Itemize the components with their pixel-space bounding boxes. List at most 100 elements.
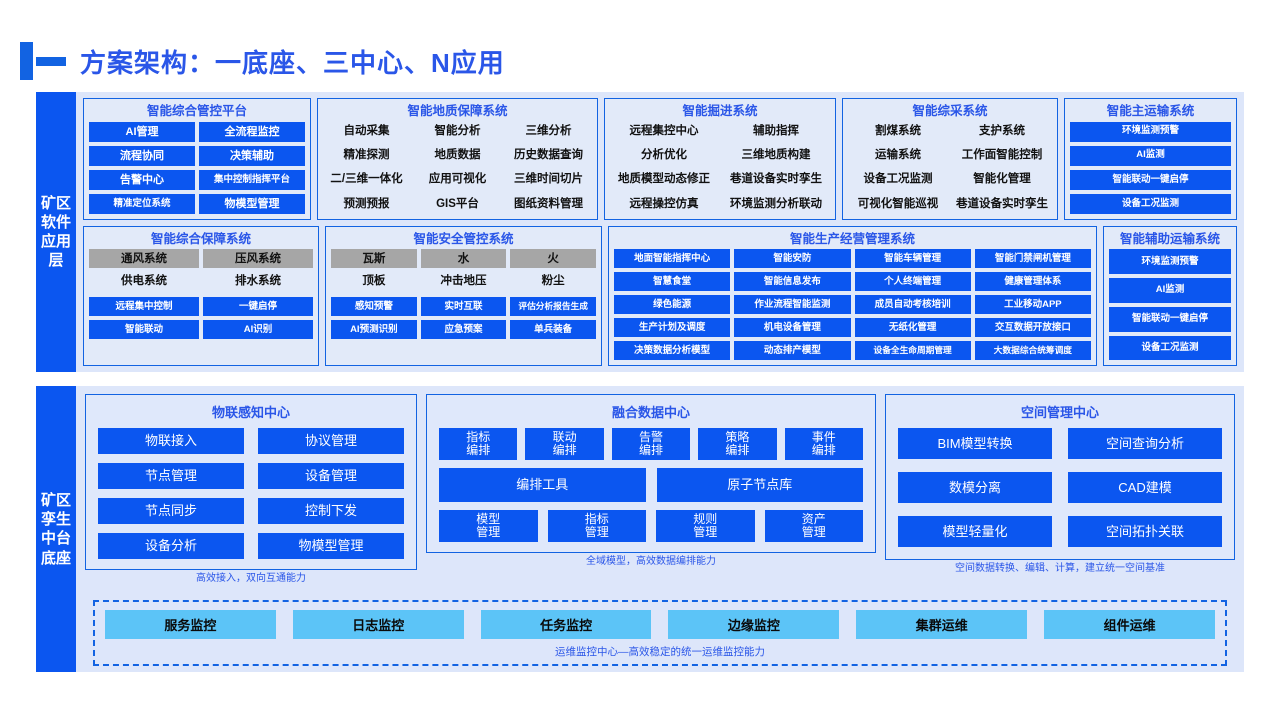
item-chip[interactable]: 无纸化管理 xyxy=(854,318,971,338)
plain-item-group: 顶板 冲击地压 粉尘 xyxy=(331,271,596,290)
item-chip[interactable]: AI识别 xyxy=(203,320,313,340)
item-chip[interactable]: 大数据综合统筹调度 xyxy=(974,341,1091,361)
item-chip[interactable]: 机电设备管理 xyxy=(734,318,851,338)
item-chip[interactable]: 地面智能指挥中心 xyxy=(614,249,731,269)
ops-chip[interactable]: 边缘监控 xyxy=(668,610,840,640)
item-label: 粉尘 xyxy=(541,274,565,287)
item-chip[interactable]: 实时互联 xyxy=(420,297,507,317)
center-chip[interactable]: 物联接入 xyxy=(98,428,244,455)
center-chip[interactable]: 控制下发 xyxy=(258,498,404,525)
ops-chip[interactable]: 日志监控 xyxy=(292,610,464,640)
center-panel: 融合数据中心 指标 编排 联动 编排 告警 编排 策略 编排 事件 编排 编排工… xyxy=(426,394,876,554)
item-chip[interactable]: 环境监测预警 xyxy=(1070,121,1231,142)
item-label: 自动采集 xyxy=(343,125,390,138)
item-chip[interactable]: AI预测识别 xyxy=(331,320,417,340)
center-chip[interactable]: 物模型管理 xyxy=(258,533,404,560)
item-chip[interactable]: AI监测 xyxy=(1070,145,1231,166)
item-chip[interactable]: 智能门禁闸机管理 xyxy=(974,249,1091,269)
item-chip[interactable]: 智能安防 xyxy=(734,249,851,269)
center-chip[interactable]: 设备分析 xyxy=(98,533,244,560)
item-label: 地质模型动态修正 xyxy=(618,173,710,186)
item-chip[interactable]: 智能联动 xyxy=(89,320,199,340)
item-chip[interactable]: 绿色能源 xyxy=(614,295,731,315)
item-label: 设备工况监测 xyxy=(863,173,933,186)
center-chip[interactable]: 模型 管理 xyxy=(439,510,538,543)
item-chip[interactable]: 评估分析报告生成 xyxy=(510,297,596,317)
center-chip[interactable]: 编排工具 xyxy=(439,468,646,503)
item-chip[interactable]: 感知预警 xyxy=(331,297,417,317)
item-label: 运输系统 xyxy=(875,149,921,162)
ops-chip[interactable]: 服务监控 xyxy=(105,610,276,640)
center-chip[interactable]: 节点同步 xyxy=(98,498,244,525)
item-chip[interactable]: 生产计划及调度 xyxy=(614,318,731,338)
item-chip[interactable]: 应急预案 xyxy=(420,320,507,340)
item-chip[interactable]: AI管理 xyxy=(89,121,195,142)
application-layer-label-text: 矿区软件应用层 xyxy=(40,194,71,270)
ops-chip[interactable]: 集群运维 xyxy=(856,610,1028,640)
ops-chip[interactable]: 组件运维 xyxy=(1044,610,1215,640)
center-chip[interactable]: 指标 编排 xyxy=(439,428,518,461)
item-chip[interactable]: 精准定位系统 xyxy=(89,193,195,214)
center-chip[interactable]: 原子节点库 xyxy=(656,468,863,503)
item-chip[interactable]: 全流程监控 xyxy=(199,121,305,142)
center-chip[interactable]: 协议管理 xyxy=(258,428,404,455)
item-chip[interactable]: 智能车辆管理 xyxy=(854,249,971,269)
center-chip[interactable]: 联动 编排 xyxy=(525,428,604,461)
center-chip[interactable]: 空间拓扑关联 xyxy=(1068,516,1222,548)
item-chip[interactable]: AI监测 xyxy=(1109,278,1231,303)
item-label: 智能分析 xyxy=(434,125,481,138)
center-title: 融合数据中心 xyxy=(611,405,690,421)
item-chip[interactable]: 远程集中控制 xyxy=(89,297,199,317)
center-chip[interactable]: 数模分离 xyxy=(898,472,1052,504)
ops-chip[interactable]: 任务监控 xyxy=(480,610,652,640)
item-chip[interactable]: 集中控制指挥平台 xyxy=(199,169,305,190)
item-chip[interactable]: 动态排产模型 xyxy=(734,341,851,361)
center-chip[interactable]: 设备管理 xyxy=(258,463,404,490)
item-grey: 瓦斯 xyxy=(331,249,417,269)
item-chip[interactable]: 设备全生命周期管理 xyxy=(854,341,971,361)
center-chip[interactable]: 事件 编排 xyxy=(784,428,863,461)
center-title: 空间管理中心 xyxy=(1020,405,1099,421)
center-chip[interactable]: 规则 管理 xyxy=(656,510,755,543)
center-items: BIM模型转换 空间查询分析 数模分离 CAD建模 模型轻量化 空间拓扑关联 xyxy=(898,428,1222,548)
item-chip[interactable]: 交互数据开放接口 xyxy=(974,318,1091,338)
panel-fully-mechanized-mining-system: 智能综采系统 割煤系统 支护系统 运输系统 工作面智能控制 设备工况监测 智能化… xyxy=(842,98,1058,220)
center-chip[interactable]: BIM模型转换 xyxy=(898,428,1052,460)
item-chip[interactable]: 流程协同 xyxy=(89,145,195,166)
plain-item-group: 供电系统 排水系统 xyxy=(89,271,313,290)
platform-layer-label-text: 矿区孪生中台底座 xyxy=(40,492,71,567)
center-chip[interactable]: 策略 编排 xyxy=(698,428,777,461)
item-chip[interactable]: 设备工况监测 xyxy=(1109,335,1231,361)
item-chip[interactable]: 智能联动一键启停 xyxy=(1070,169,1231,190)
item-chip[interactable]: 单兵装备 xyxy=(510,320,596,340)
item-chip[interactable]: 设备工况监测 xyxy=(1070,193,1231,214)
center-chip[interactable]: 告警 编排 xyxy=(611,428,691,461)
ops-items: 服务监控 日志监控 任务监控 边缘监控 集群运维 组件运维 xyxy=(105,610,1215,640)
item-chip[interactable]: 决策辅助 xyxy=(199,145,305,166)
item-label: 应用可视化 xyxy=(428,173,487,186)
item-chip[interactable]: 环境监测预警 xyxy=(1109,249,1231,275)
center-chip[interactable]: 指标 管理 xyxy=(547,510,646,543)
item-chip[interactable]: 一键启停 xyxy=(203,297,313,317)
item-chip[interactable]: 决策数据分析模型 xyxy=(614,341,731,361)
item-label: 巷道设备实时孪生 xyxy=(956,197,1048,210)
item-chip[interactable]: 物模型管理 xyxy=(199,193,305,214)
item-chip[interactable]: 智能联动一键启停 xyxy=(1109,306,1231,332)
item-chip[interactable]: 智能信息发布 xyxy=(734,272,851,292)
page-header: 方案架构：一底座、三中心、N应用 xyxy=(0,0,1280,84)
item-label: 辅助指挥 xyxy=(753,125,799,138)
item-chip[interactable]: 健康管理体系 xyxy=(974,272,1091,292)
item-chip[interactable]: 作业流程智能监测 xyxy=(734,295,851,315)
center-chip[interactable]: 资产 管理 xyxy=(764,510,863,543)
item-chip[interactable]: 告警中心 xyxy=(89,169,195,190)
item-chip[interactable]: 工业移动APP xyxy=(974,295,1091,315)
center-chip[interactable]: 节点管理 xyxy=(98,463,244,490)
item-chip[interactable]: 个人终端管理 xyxy=(854,272,971,292)
item-chip[interactable]: 智慧食堂 xyxy=(614,272,731,292)
panel-intelligent-tunneling-system: 智能掘进系统 远程集控中心 辅助指挥 分析优化 三维地质构建 地质模型动态修正 … xyxy=(604,98,836,220)
center-chip[interactable]: 空间查询分析 xyxy=(1068,428,1222,460)
center-chip[interactable]: 模型轻量化 xyxy=(898,516,1052,548)
item-chip[interactable]: 成员自动考核培训 xyxy=(854,295,971,315)
application-layer-row: 矿区软件应用层 智能综合管控平台 AI管理 全流程监控 流程协同 决策辅助 告警… xyxy=(36,92,1244,373)
center-chip[interactable]: CAD建模 xyxy=(1068,472,1222,504)
